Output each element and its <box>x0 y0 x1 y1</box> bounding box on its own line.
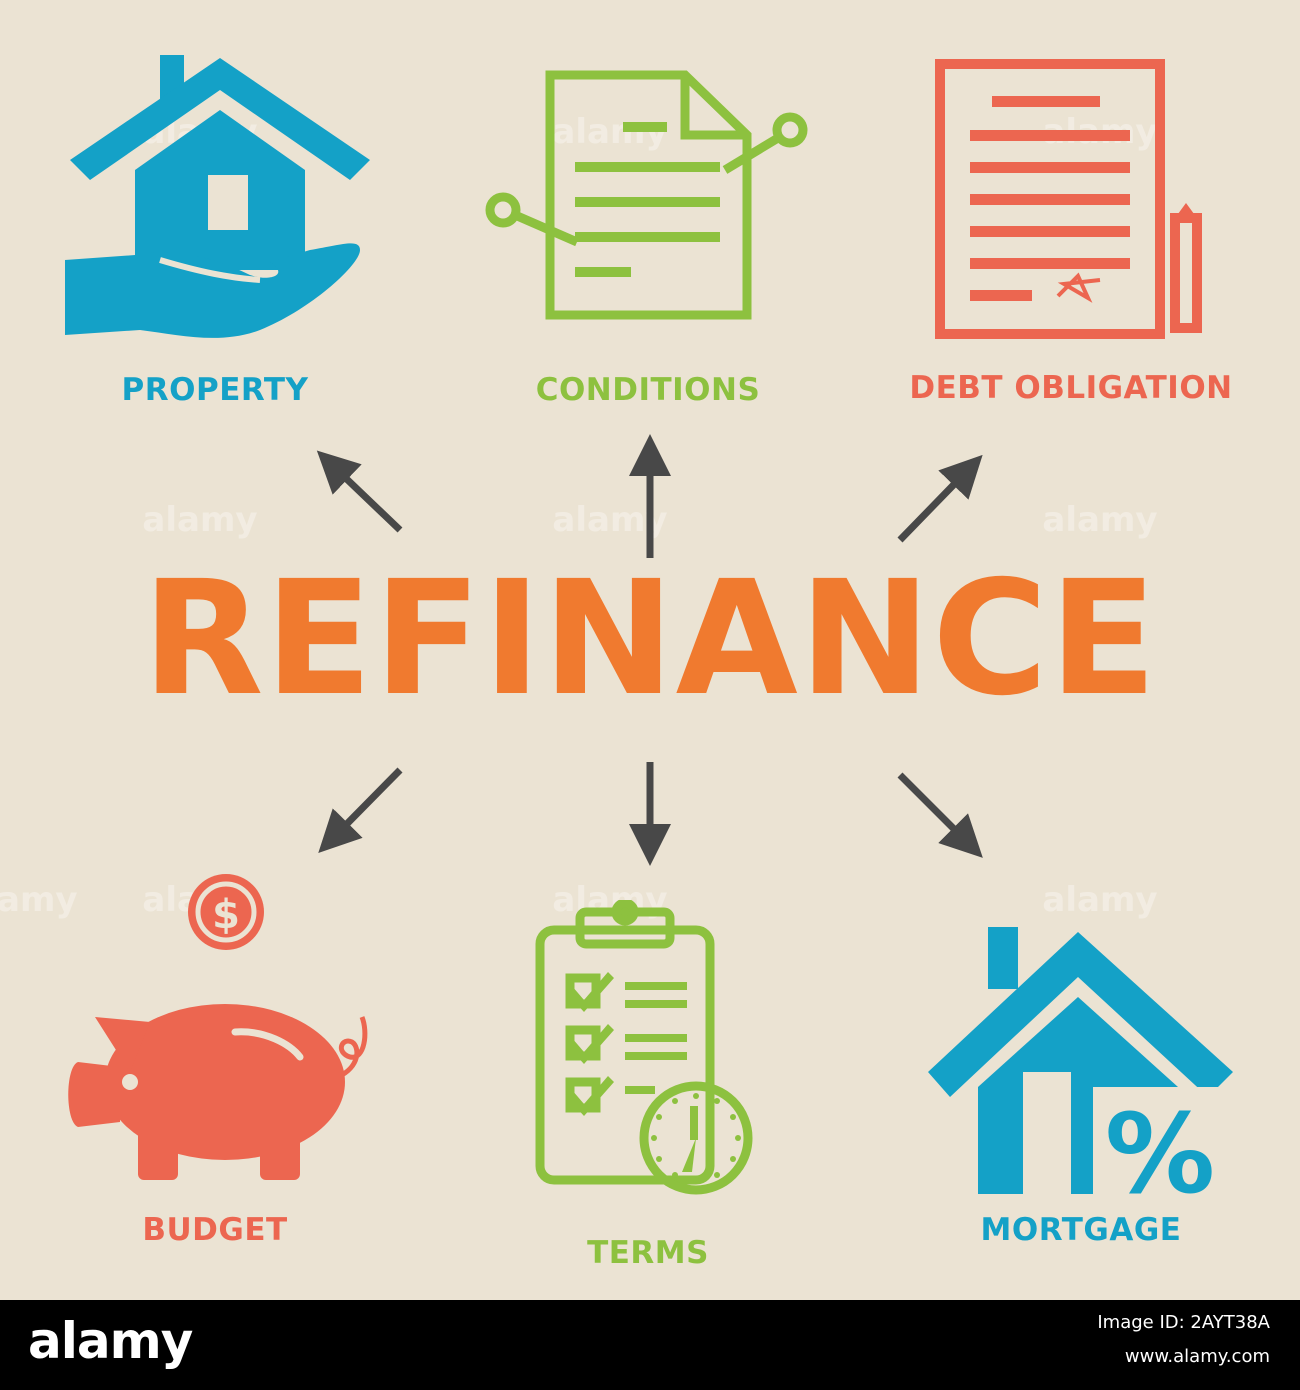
label-mortgage: MORTGAGE <box>980 1212 1182 1248</box>
label-terms: TERMS <box>587 1235 709 1271</box>
label-debt-obligation: DEBT OBLIGATION <box>909 370 1233 406</box>
arrow-to-debt-obligation <box>897 454 983 543</box>
document-icon <box>485 70 808 320</box>
arrow-to-property <box>316 450 403 533</box>
image-id: Image ID: 2AYT38A <box>1097 1312 1270 1333</box>
arrow-to-budget <box>318 767 403 853</box>
footer-bar: alamy Image ID: 2AYT38A www.alamy.com <box>0 1300 1300 1390</box>
site-url: www.alamy.com <box>1124 1346 1270 1367</box>
label-conditions: CONDITIONS <box>535 372 761 408</box>
house-percent-icon: % <box>928 927 1238 1202</box>
watermark: alamy <box>0 880 78 920</box>
diagram-title: REFINANCE <box>142 547 1158 731</box>
svg-text:$: $ <box>212 892 240 938</box>
checklist-clock-icon <box>535 900 753 1195</box>
connector-arrows <box>316 434 983 866</box>
label-budget: BUDGET <box>142 1212 288 1248</box>
arrow-to-mortgage <box>897 772 983 858</box>
house-in-hand-icon <box>65 55 370 338</box>
svg-text:%: % <box>1105 1090 1215 1202</box>
signed-contract-icon <box>935 59 1202 339</box>
diagram-canvas: alamy alamy alamy alamy alamy alamy alam… <box>0 0 1300 1300</box>
piggy-bank-icon: $ <box>68 874 368 1180</box>
watermark: alamy <box>1042 500 1158 540</box>
brand-logo: alamy <box>28 1312 193 1370</box>
label-property: PROPERTY <box>121 372 309 408</box>
watermark: alamy <box>142 500 258 540</box>
watermark: alamy <box>1042 880 1158 920</box>
